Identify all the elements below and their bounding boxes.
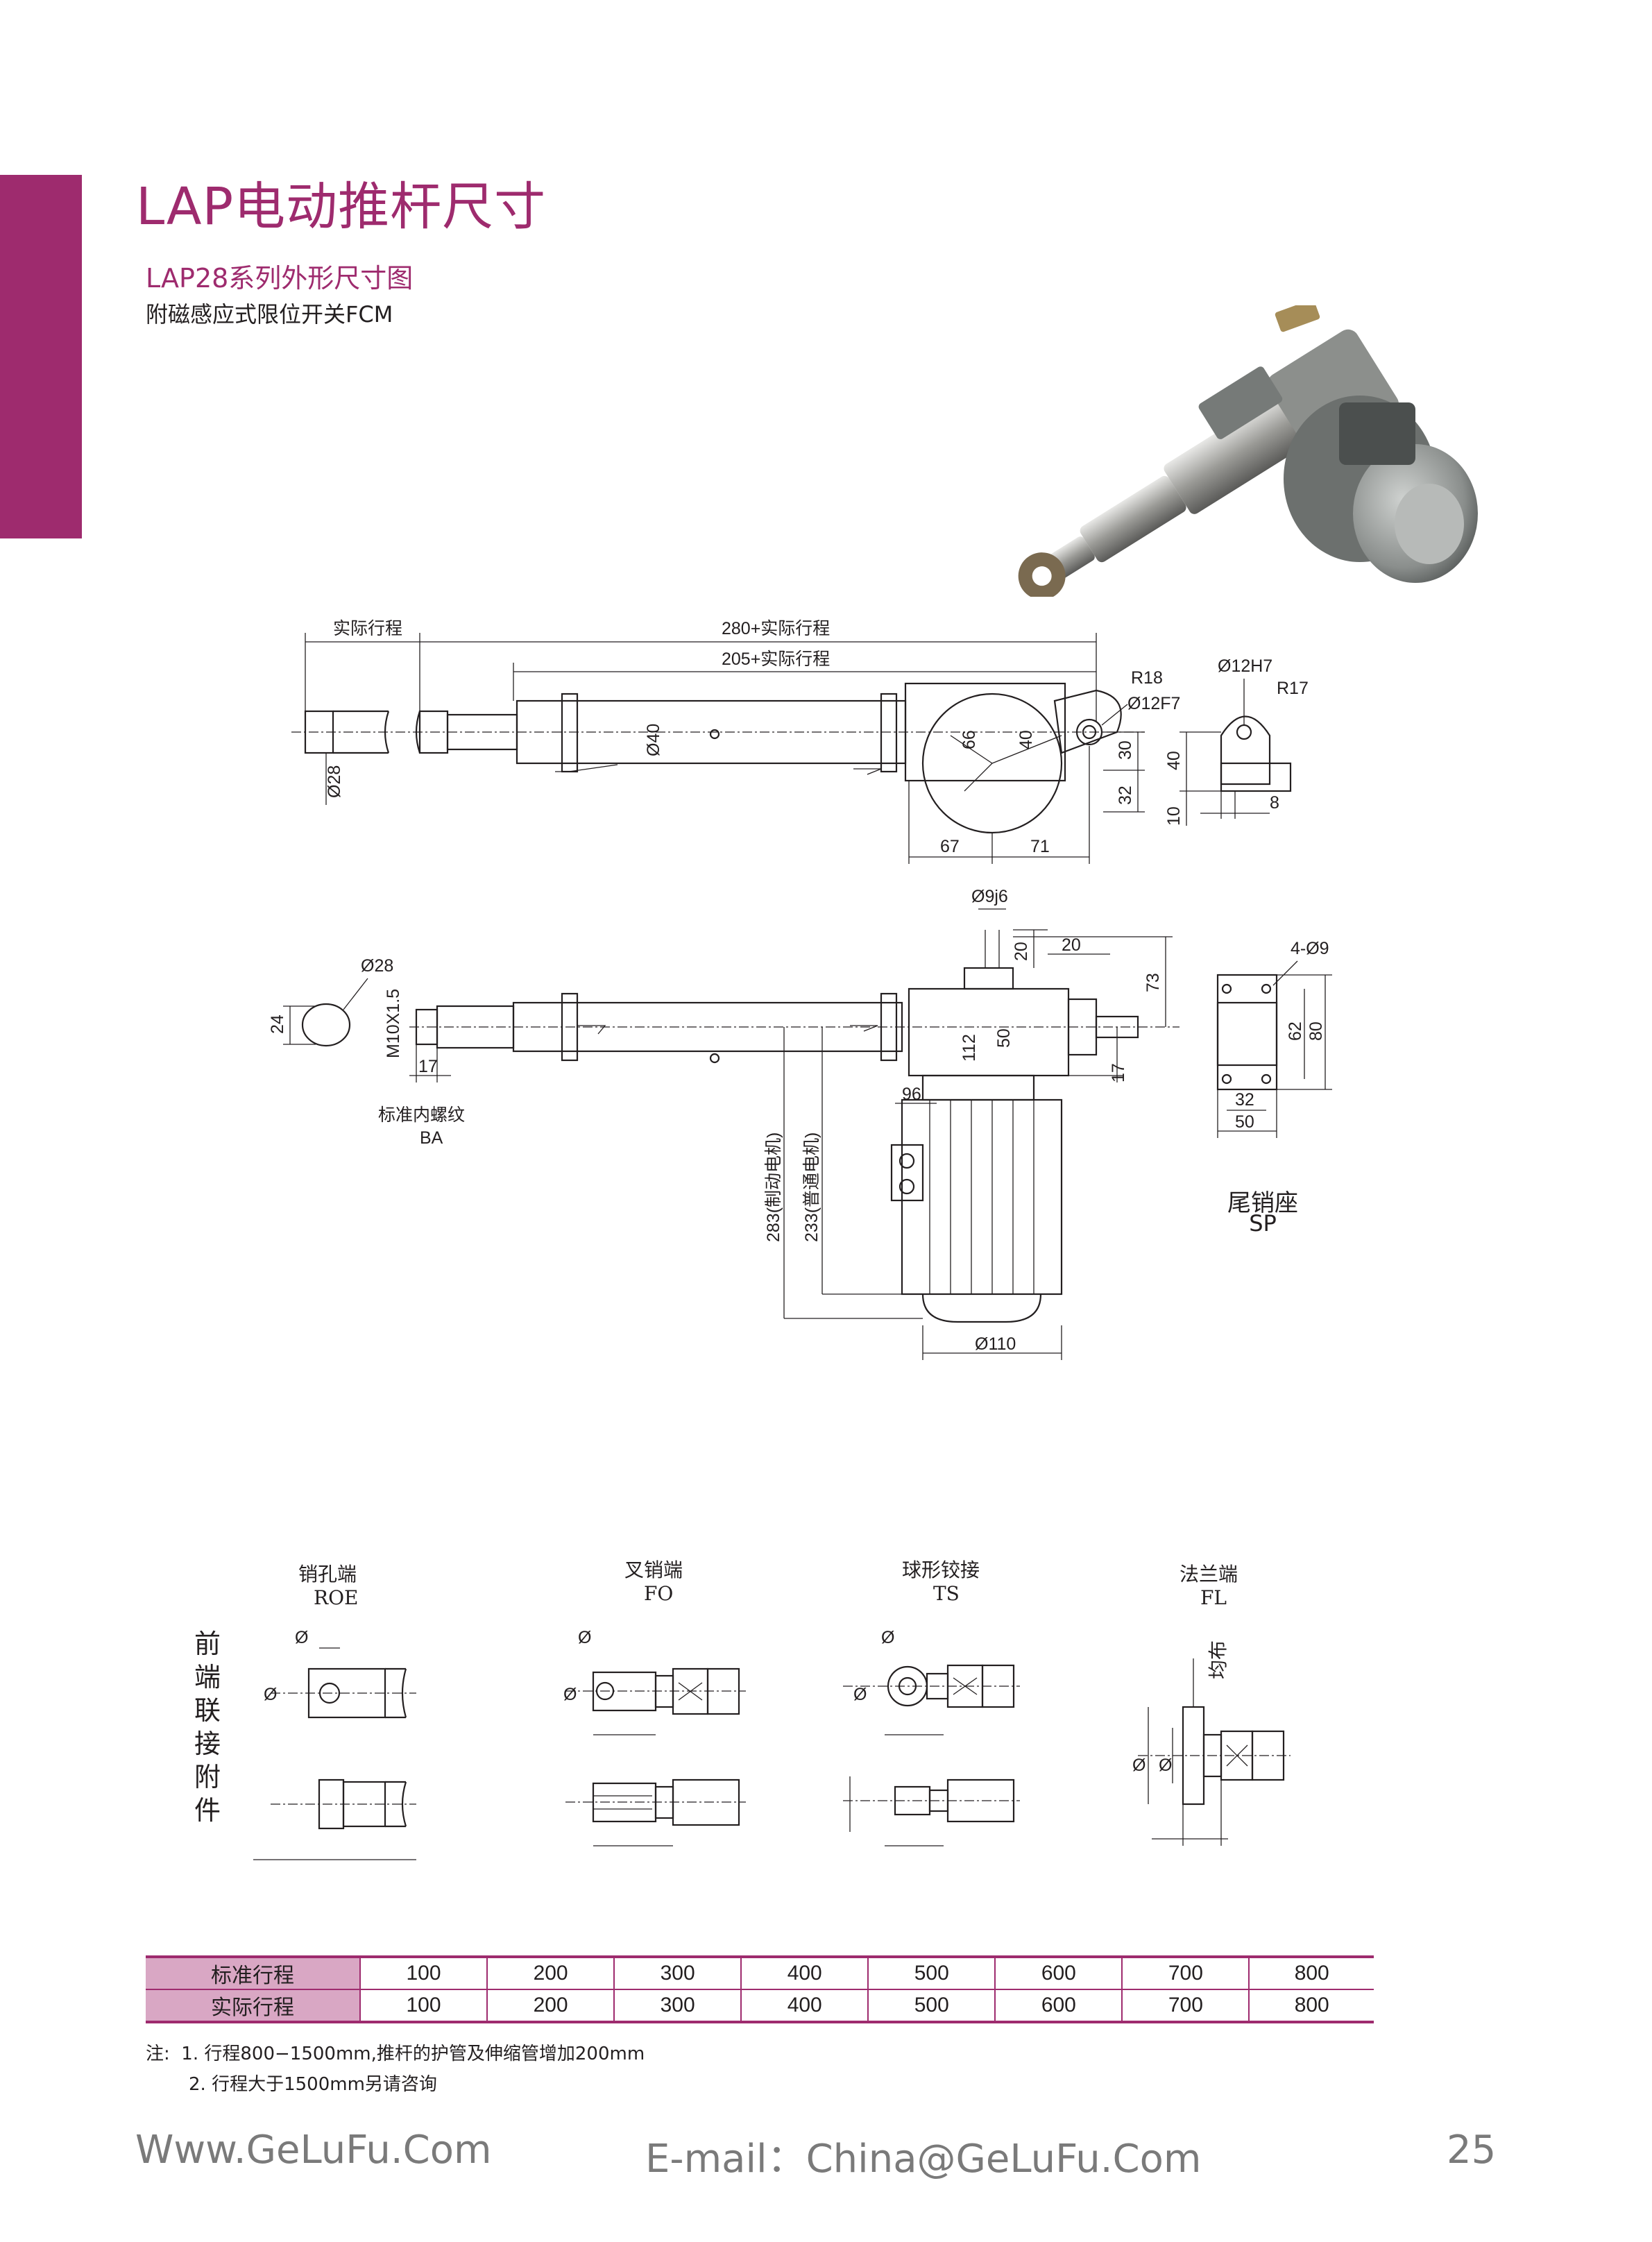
dim-40: 40	[1016, 730, 1036, 749]
dim-73: 73	[1143, 973, 1163, 992]
table-row: 实际行程 100 200 300 400 500 600 700 800	[146, 1989, 1374, 2023]
roe-diameter-top: Ø	[295, 1628, 308, 1647]
fl-diameter-inner: Ø	[1159, 1756, 1172, 1775]
table-cell: 100	[359, 1955, 488, 1990]
note-1: 1. 行程800−1500mm,推杆的护管及伸缩管增加200mm	[181, 2044, 645, 2064]
dim-96: 96	[902, 1085, 921, 1104]
attachment-code-fl: FL	[1200, 1586, 1227, 1609]
dim-d110: Ø110	[975, 1334, 1016, 1354]
sp-code: SP	[1249, 1210, 1277, 1237]
table-cell: 600	[994, 1955, 1123, 1990]
dim-30: 30	[1116, 740, 1135, 760]
page-title: LAP电动推杆尺寸	[136, 177, 547, 237]
dim-67: 67	[940, 837, 960, 856]
dim-rod-diameter: Ø28	[325, 765, 344, 798]
dim-brake-motor: 283(制动电机)	[764, 1132, 783, 1242]
table-cell: 700	[1121, 1989, 1250, 2023]
table-cell: 200	[486, 1989, 615, 2023]
dim-20-vert: 20	[1012, 942, 1031, 961]
accent-sidebar-bar	[0, 175, 82, 538]
table-cell: 200	[486, 1955, 615, 1990]
footer-email-link[interactable]: E-mail：China@GeLuFu.Com	[645, 2137, 1202, 2182]
roe-diameter-left: Ø	[264, 1685, 277, 1704]
dim-ba-d28: Ø28	[361, 956, 393, 976]
dim-24: 24	[268, 1014, 287, 1034]
dim-sp-80: 80	[1306, 1021, 1326, 1041]
notes-prefix: 注:	[146, 2044, 170, 2064]
dim-sp-40: 40	[1164, 751, 1184, 770]
dim-body-length: 205+实际行程	[722, 649, 830, 669]
row-label-actual-stroke: 实际行程	[146, 1989, 360, 2023]
table-cell: 300	[613, 1955, 742, 1990]
attachment-name-fl: 法兰端	[1180, 1563, 1238, 1586]
table-cell: 800	[1248, 1955, 1374, 1990]
fo-diameter-top: Ø	[578, 1628, 591, 1647]
dim-total-length: 280+实际行程	[722, 619, 830, 638]
attachment-code-ts: TS	[933, 1582, 960, 1605]
dim-17-vert: 17	[1109, 1063, 1128, 1082]
dim-sp-holes: 4-Ø9	[1291, 939, 1329, 958]
dim-sp-8: 8	[1270, 793, 1279, 813]
attachment-name-fo: 叉销端	[624, 1559, 683, 1581]
dim-r17: R17	[1277, 679, 1309, 698]
attachments: 销孔端 ROE 叉销端 FO 球形铰接 TS 法兰端 FL Ø Ø Ø	[253, 1559, 1291, 1860]
section-note: 附磁感应式限位开关FCM	[146, 301, 393, 328]
dim-d9j6: Ø9j6	[971, 887, 1008, 906]
table-cell: 100	[359, 1989, 488, 2023]
top-view: 实际行程 280+实际行程 205+实际行程 Ø28 Ø40 66 40	[291, 619, 1309, 864]
table-cell: 400	[740, 1955, 869, 1990]
side-view: 24 Ø28 M10X1.5 17 标准内螺纹 BA Ø9j6 20 20	[268, 887, 1332, 1360]
table-cell: 500	[867, 1989, 996, 2023]
table-cell: 500	[867, 1955, 996, 1990]
actuator-photo	[1018, 305, 1478, 597]
stroke-table: 标准行程 100 200 300 400 500 600 700 800 实际行…	[146, 1955, 1374, 2023]
dim-actual-stroke: 实际行程	[333, 619, 402, 638]
note-2: 2. 行程大于1500mm另请咨询	[189, 2074, 437, 2095]
attachment-code-roe: ROE	[314, 1586, 358, 1609]
ba-code: BA	[420, 1128, 443, 1148]
dim-normal-motor: 233(普通电机)	[802, 1132, 821, 1242]
dim-r18: R18	[1131, 668, 1163, 688]
sp-title: 尾销座	[1227, 1189, 1298, 1217]
dim-sp-10: 10	[1164, 806, 1184, 826]
footer-website-link[interactable]: Www.GeLuFu.Com	[135, 2128, 492, 2173]
table-cell: 600	[994, 1989, 1123, 2023]
notes: 注: 1. 行程800−1500mm,推杆的护管及伸缩管增加200mm 2. 行…	[146, 2039, 645, 2100]
row-label-standard-stroke: 标准行程	[146, 1955, 360, 1990]
dim-sp-50: 50	[1235, 1112, 1254, 1132]
dim-66: 66	[960, 730, 979, 749]
section-subtitle: LAP28系列外形尺寸图	[146, 263, 414, 294]
table-row: 标准行程 100 200 300 400 500 600 700 800	[146, 1955, 1374, 1990]
dim-20-horz: 20	[1062, 935, 1081, 955]
attachments-side-label: 前端联接附件	[194, 1629, 221, 1826]
table-cell: 800	[1248, 1989, 1374, 2023]
dim-50: 50	[994, 1028, 1014, 1048]
page-number: 25	[1447, 2128, 1497, 2173]
table-cell: 300	[613, 1989, 742, 2023]
table-cell: 400	[740, 1989, 869, 2023]
dim-17: 17	[418, 1057, 438, 1076]
ts-diameter-top: Ø	[881, 1628, 894, 1647]
fl-diameter-outer: Ø	[1132, 1756, 1146, 1775]
dim-tube-diameter: Ø40	[644, 724, 663, 756]
dim-71: 71	[1030, 837, 1050, 856]
dim-sp-62: 62	[1286, 1021, 1305, 1041]
fl-even-distribution: 均布	[1207, 1640, 1229, 1679]
dim-112: 112	[960, 1034, 979, 1062]
attachment-code-fo: FO	[644, 1582, 673, 1605]
dim-thread: M10X1.5	[384, 989, 403, 1058]
attachment-name-ts: 球形铰接	[902, 1559, 980, 1581]
dim-d12h7: Ø12H7	[1218, 656, 1272, 676]
dim-sp-32: 32	[1235, 1090, 1254, 1110]
attachment-name-roe: 销孔端	[298, 1563, 357, 1586]
fo-diameter-left: Ø	[563, 1685, 577, 1704]
dim-d12f7: Ø12F7	[1127, 694, 1180, 713]
dim-32: 32	[1116, 785, 1135, 805]
ts-diameter-left: Ø	[853, 1685, 867, 1704]
ba-label: 标准内螺纹	[378, 1105, 465, 1125]
table-cell: 700	[1121, 1955, 1250, 1990]
